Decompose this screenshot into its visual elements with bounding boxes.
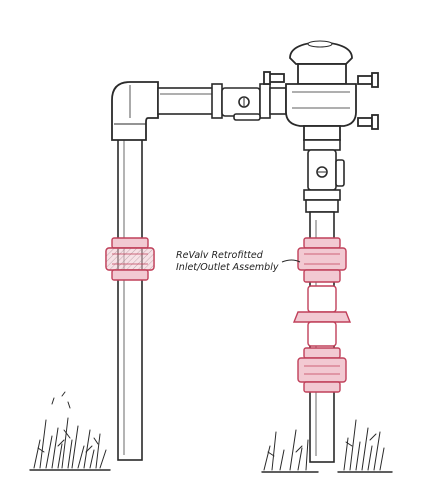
elbow-fitting (111, 81, 159, 141)
lower-union-coupling (297, 347, 347, 393)
grass-right (261, 419, 393, 473)
retrofit-ball-valve (292, 285, 352, 347)
callout: ReValv Retrofitted Inlet/Outlet Assembly (176, 250, 301, 273)
union-coupling-icon (105, 237, 155, 281)
upper-union-coupling (297, 237, 347, 283)
horizontal-inlet-pipe (157, 87, 215, 115)
callout-line-1: ReValv Retrofitted (176, 250, 264, 261)
grass-icon (29, 391, 111, 471)
ball-valve-icon (211, 83, 287, 121)
backflow-preventer-icon (263, 40, 379, 141)
callout-leader-line (281, 259, 301, 263)
outlet-ball-valve (303, 139, 345, 213)
callout-line-2: Inlet/Outlet Assembly (176, 262, 279, 273)
left-riser-pipe (117, 127, 143, 461)
